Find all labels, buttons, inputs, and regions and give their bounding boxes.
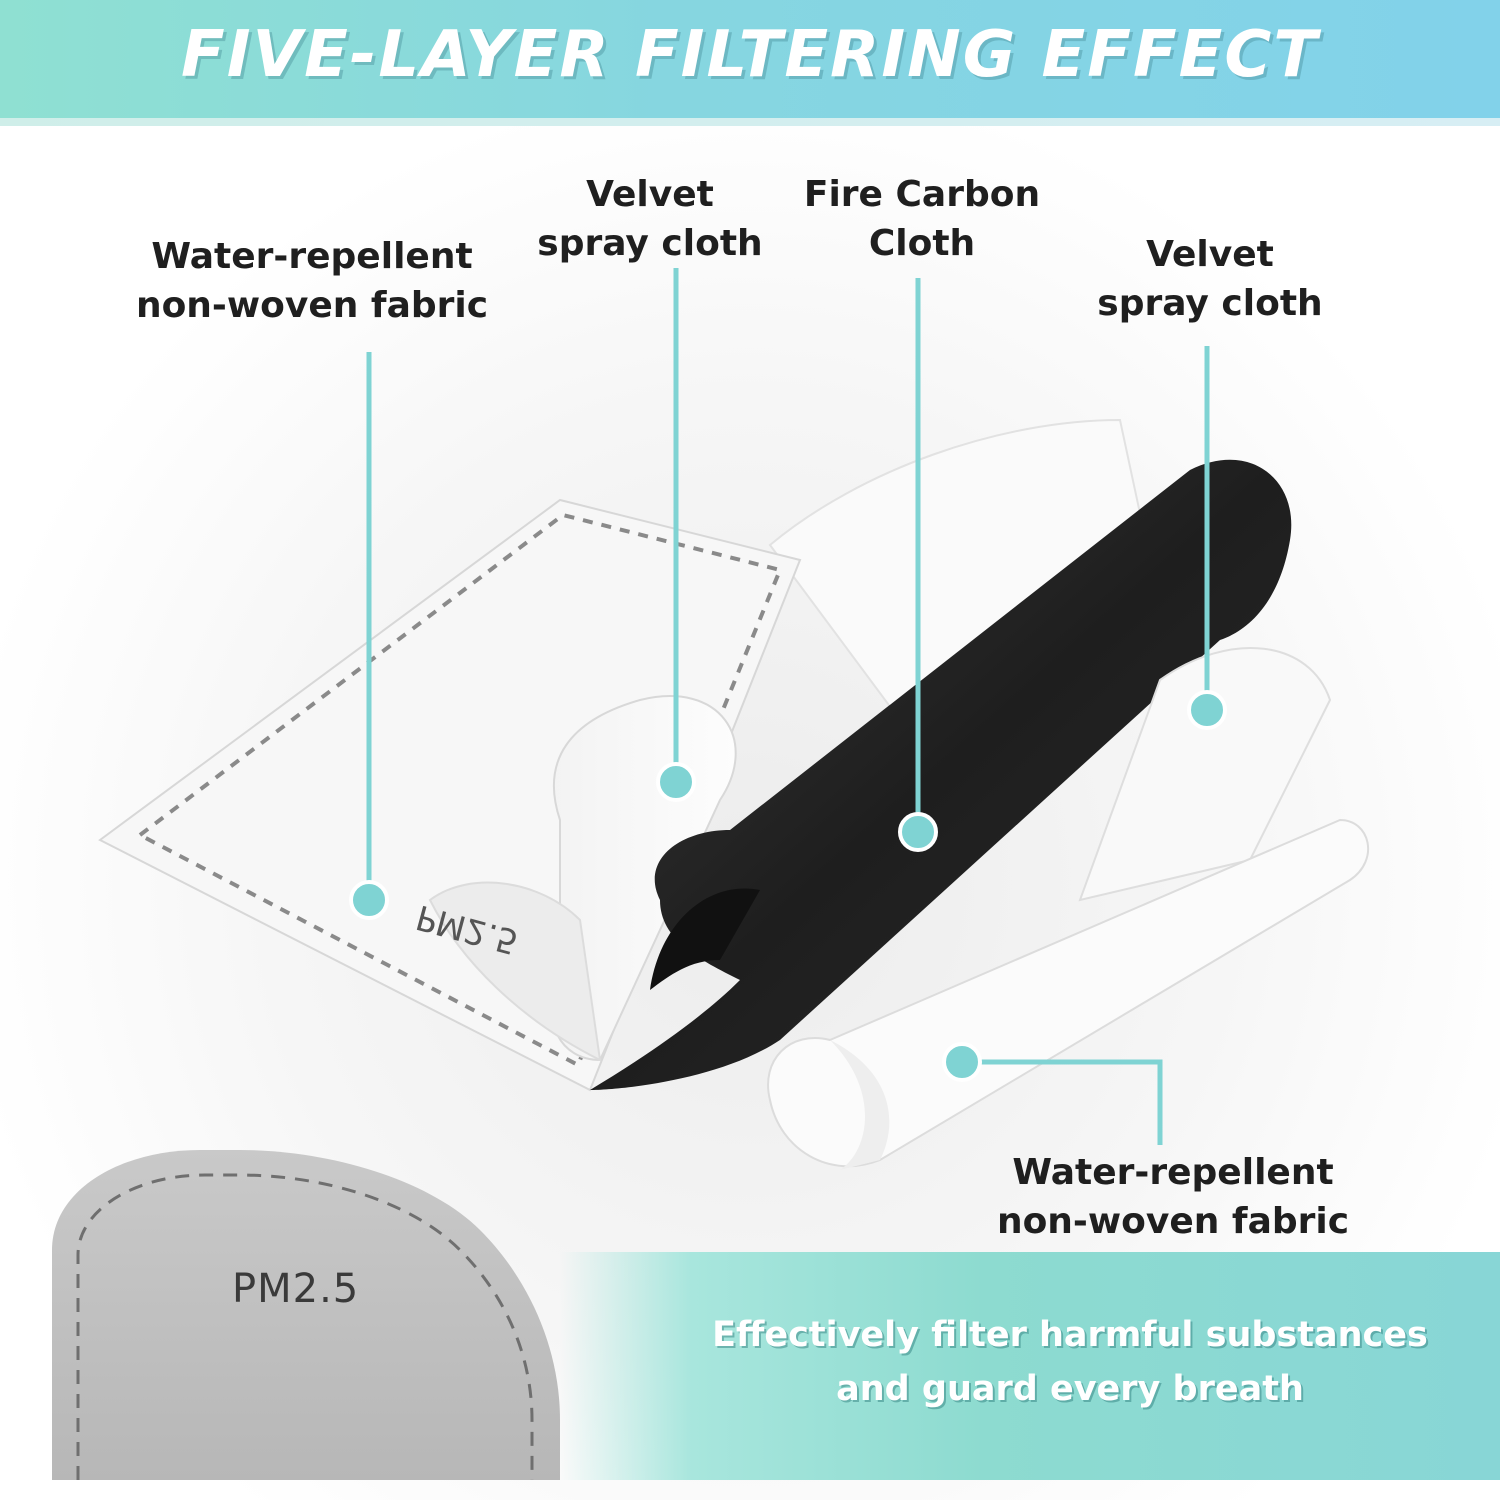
label-velvet-right-line2: spray cloth (1097, 283, 1323, 324)
carbon-roll-curl (650, 888, 760, 990)
label-right-outer-line2: non-woven fabric (996, 1201, 1350, 1242)
label-velvet-left-layer: Velvet spray cloth (530, 170, 770, 268)
callout-dot-left-outer (349, 880, 389, 920)
label-velvet-right-line1: Velvet (1146, 234, 1274, 275)
velvet-right-sheet (1078, 646, 1332, 902)
carbon-roll (590, 459, 1292, 1090)
header-title: FIVE-LAYER FILTERING EFFECT (181, 18, 1319, 92)
footer-slogan: Effectively filter harmful substances an… (640, 1308, 1500, 1416)
callout-dot-velvet-left (656, 762, 696, 802)
pm25-filter-pad (52, 1150, 560, 1480)
label-right-outer-line1: Water-repellent (1012, 1152, 1334, 1193)
label-left-outer-layer: Water-repellent non-woven fabric (132, 232, 492, 330)
label-left-outer-line2: non-woven fabric (135, 285, 489, 326)
label-carbon-layer: Fire Carbon Cloth (800, 170, 1044, 268)
label-left-outer-line1: Water-repellent (151, 236, 473, 277)
header-banner: FIVE-LAYER FILTERING EFFECT (0, 0, 1500, 118)
header-divider (0, 118, 1500, 126)
label-carbon-line1: Fire Carbon (803, 174, 1041, 215)
label-carbon-line2: Cloth (868, 223, 976, 264)
footer-banner (560, 1252, 1500, 1480)
callout-dot-carbon (898, 812, 938, 852)
callout-dot-right-outer (942, 1042, 982, 1082)
label-velvet-right-layer: Velvet spray cloth (1090, 230, 1330, 328)
label-velvet-left-line2: spray cloth (537, 223, 763, 264)
left-sheet-stitching (136, 512, 783, 1068)
pm25-pad-stitching (76, 1173, 534, 1480)
pm25-pad-print: PM2.5 (232, 1266, 360, 1312)
footer-slogan-line2: and guard every breath (836, 1369, 1304, 1409)
right-sheet-fold (830, 1040, 890, 1170)
label-right-outer-layer: Water-repellent non-woven fabric (990, 1148, 1356, 1246)
callout-dot-velvet-right (1187, 690, 1227, 730)
leader-line-right-outer (962, 1059, 1163, 1145)
velvet-left-fold (428, 881, 602, 1062)
right-outer-sheet (767, 818, 1369, 1168)
label-velvet-left-line1: Velvet (586, 174, 714, 215)
footer-slogan-line1: Effectively filter harmful substances (712, 1315, 1428, 1355)
